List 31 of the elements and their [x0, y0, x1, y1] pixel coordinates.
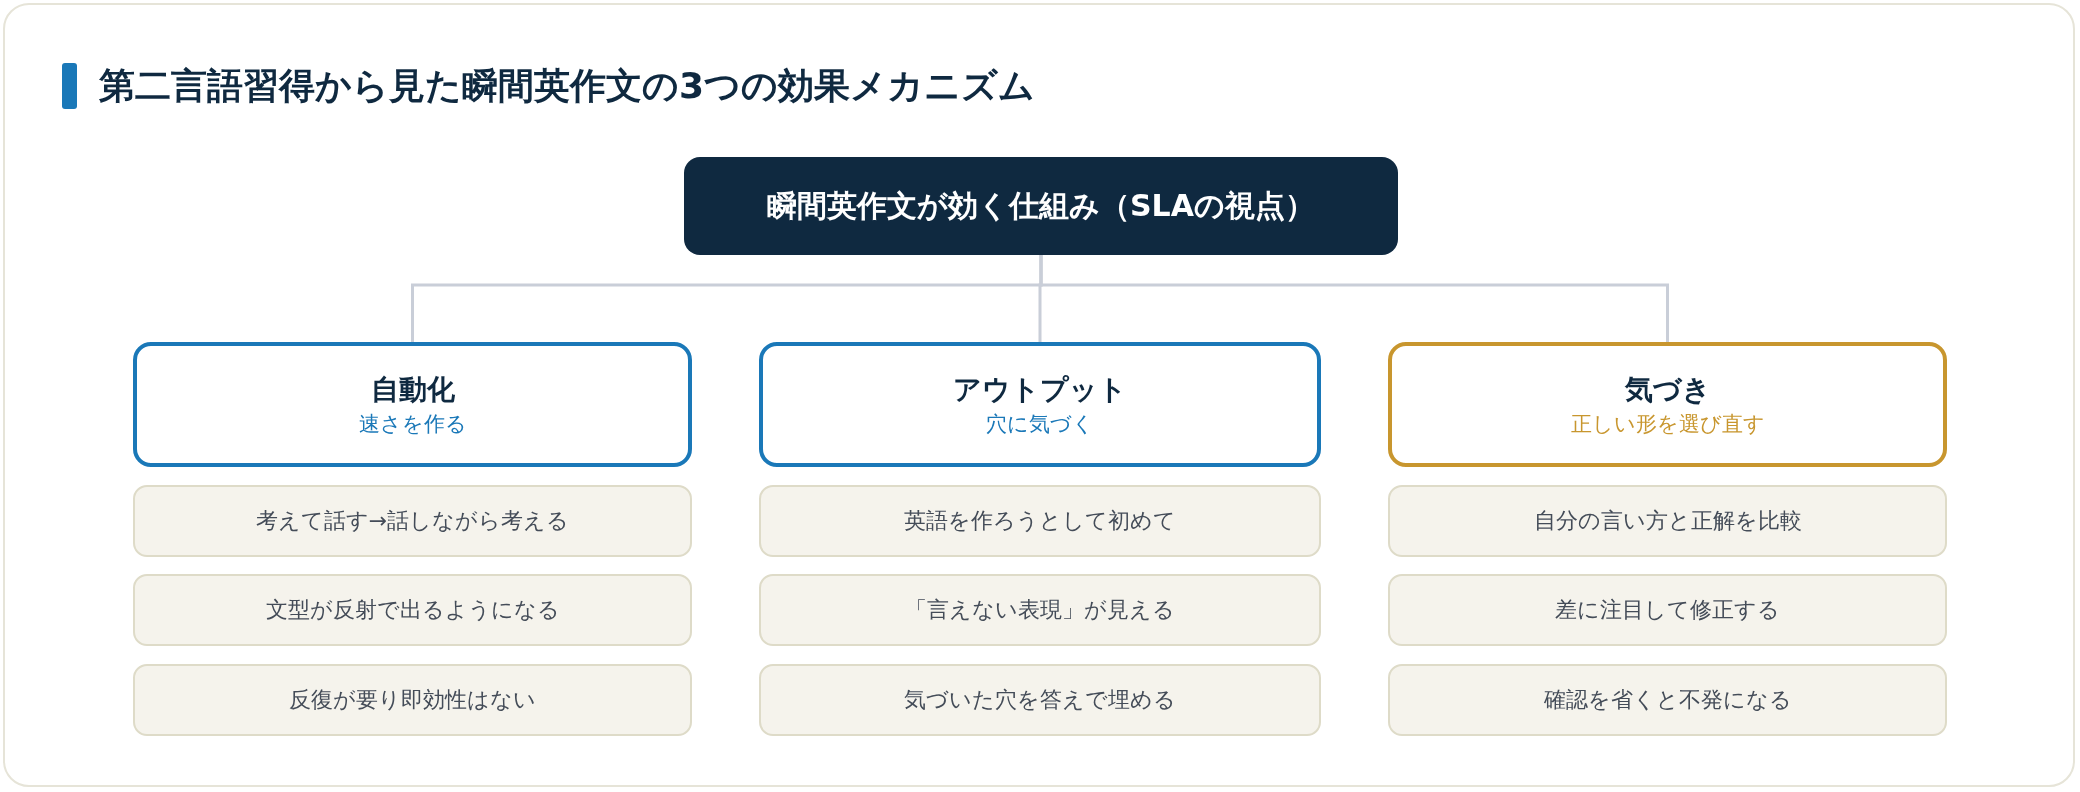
- category-box: [1388, 342, 1947, 467]
- point-text: 文型が反射で出るようになる: [265, 596, 560, 624]
- point-box: [133, 574, 692, 646]
- point-box: [759, 574, 1321, 646]
- point-text: 反復が要り即効性はない: [289, 686, 536, 714]
- category-subtitle: 正しい形を選び直す: [1570, 410, 1765, 438]
- point-text: 気づいた穴を答えで埋める: [904, 686, 1176, 714]
- point-text: 確認を省くと不発になる: [1543, 686, 1792, 714]
- point-box: [1388, 574, 1947, 646]
- category-box: [133, 342, 692, 467]
- category-subtitle: 穴に気づく: [986, 410, 1094, 438]
- point-text: 英語を作ろうとして初めて: [904, 507, 1176, 535]
- category-heading: 自動化: [370, 371, 455, 408]
- point-box: [133, 485, 692, 557]
- point-box: [1388, 485, 1947, 557]
- point-text: 「言えない表現」が見える: [905, 596, 1175, 624]
- category-heading: アウトプット: [953, 371, 1127, 408]
- root-box: [684, 157, 1398, 255]
- category-subtitle: 速さを作る: [358, 410, 467, 438]
- point-box: [133, 664, 692, 736]
- point-text: 差に注目して修正する: [1555, 596, 1780, 624]
- root-label: 瞬間英作文が効く仕組み（SLAの視点）: [767, 186, 1315, 225]
- connector-line: [1039, 255, 1669, 342]
- point-text: 自分の言い方と正解を比較: [1533, 507, 1802, 535]
- point-box: [1388, 664, 1947, 736]
- category-box: [759, 342, 1321, 467]
- point-box: [759, 664, 1321, 736]
- title: 第二言語習得から見た瞬間英作文の3つの効果メカニズム: [99, 64, 1036, 108]
- category-heading: 気づき: [1624, 371, 1711, 408]
- point-box: [759, 485, 1321, 557]
- point-text: 考えて話す→話しながら考える: [255, 507, 570, 535]
